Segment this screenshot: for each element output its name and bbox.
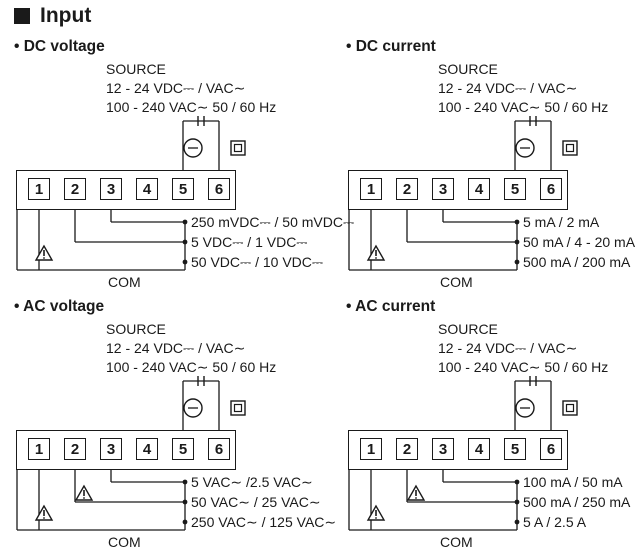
dc-current-terminal-5: 5 <box>504 178 526 200</box>
ac-current-range-1: 500 mA / 250 mA <box>523 494 631 510</box>
dc-voltage-warning-icon-dot <box>43 257 45 259</box>
dc-current-com-label: COM <box>440 274 473 290</box>
dc-voltage-source-title: SOURCE <box>106 61 166 77</box>
page-title: Input <box>40 4 92 27</box>
dc-voltage-source-line2: 100 - 240 VAC∼ 50 / 60 Hz <box>106 99 277 115</box>
ac-voltage-junction-2 <box>182 519 188 525</box>
dc-voltage-terminal-4: 4 <box>136 178 158 200</box>
dc-current-range-0: 5 mA / 2 mA <box>523 214 600 230</box>
ac-current-terminal-6: 6 <box>540 438 562 460</box>
ac-voltage-junction-0 <box>182 479 188 485</box>
dc-current-warning-icon-dot <box>375 257 377 259</box>
dc-voltage-com-label: COM <box>108 274 141 290</box>
ac-current-range-0: 100 mA / 50 mA <box>523 474 623 490</box>
dc-current-source-line2: 100 - 240 VAC∼ 50 / 60 Hz <box>438 99 609 115</box>
ac-current-source-line2: 100 - 240 VAC∼ 50 / 60 Hz <box>438 359 609 375</box>
ac-voltage-terminal-6: 6 <box>208 438 230 460</box>
ac-voltage-terminal-5: 5 <box>172 438 194 460</box>
ac-voltage-terminal-2: 2 <box>64 438 86 460</box>
ac-current-source-line1: 12 - 24 VDC⎓ / VAC∼ <box>438 340 578 356</box>
ac-voltage-source-line1: 12 - 24 VDC⎓ / VAC∼ <box>106 340 246 356</box>
ac-current-warning-icon-2-dot <box>415 497 417 499</box>
ac-voltage-title: • AC voltage <box>14 298 105 315</box>
dc-current-range-2: 500 mA / 200 mA <box>523 254 631 270</box>
ac-current-junction-2 <box>514 519 520 525</box>
dc-voltage-junction-0 <box>182 219 188 225</box>
ac-voltage-terminal-4: 4 <box>136 438 158 460</box>
dc-voltage-terminal-3: 3 <box>100 178 122 200</box>
ac-voltage-terminal-block <box>16 430 236 470</box>
ac-current-junction-1 <box>514 499 520 505</box>
dc-current-terminal-1: 1 <box>360 178 382 200</box>
ac-current-terminal-1: 1 <box>360 438 382 460</box>
dc-voltage-terminal-block <box>16 170 236 210</box>
ac-current-range-2: 5 A / 2.5 A <box>523 514 587 530</box>
ac-voltage-junction-1 <box>182 499 188 505</box>
dc-voltage-range-2: 50 VDC⎓ / 10 VDC⎓ <box>191 254 324 270</box>
dc-voltage-title: • DC voltage <box>14 38 105 55</box>
ac-current-terminal-block <box>348 430 568 470</box>
ac-voltage-warning-icon-dot <box>43 517 45 519</box>
ac-current-terminal-5: 5 <box>504 438 526 460</box>
ac-voltage-range-1: 50 VAC∼ / 25 VAC∼ <box>191 494 321 510</box>
ac-voltage-range-0: 5 VAC∼ /2.5 VAC∼ <box>191 474 313 490</box>
ac-voltage-insulation-icon-inner <box>233 403 243 413</box>
dc-current-junction-2 <box>514 259 520 265</box>
dc-current-terminal-4: 4 <box>468 178 490 200</box>
dc-current-title: • DC current <box>346 38 436 55</box>
dc-voltage-insulation-icon-inner <box>233 143 243 153</box>
ac-current-terminal-3: 3 <box>432 438 454 460</box>
ac-current-title: • AC current <box>346 298 436 315</box>
ac-current-insulation-icon-inner <box>565 403 575 413</box>
dc-current-insulation-icon-inner <box>565 143 575 153</box>
dc-voltage-junction-2 <box>182 259 188 265</box>
ac-voltage-warning-icon-2-dot <box>83 497 85 499</box>
ac-current-source-title: SOURCE <box>438 321 498 337</box>
dc-current-source-line1: 12 - 24 VDC⎓ / VAC∼ <box>438 80 578 96</box>
dc-voltage-junction-1 <box>182 239 188 245</box>
dc-current-terminal-2: 2 <box>396 178 418 200</box>
dc-current-terminal-block <box>348 170 568 210</box>
dc-current-terminal-3: 3 <box>432 178 454 200</box>
dc-voltage-range-1: 5 VDC⎓ / 1 VDC⎓ <box>191 234 308 250</box>
ac-voltage-terminal-1: 1 <box>28 438 50 460</box>
dc-voltage-source-line1: 12 - 24 VDC⎓ / VAC∼ <box>106 80 246 96</box>
ac-voltage-terminal-3: 3 <box>100 438 122 460</box>
dc-voltage-terminal-6: 6 <box>208 178 230 200</box>
page-heading: Input <box>14 2 91 30</box>
dc-voltage-range-0: 250 mVDC⎓ / 50 mVDC⎓ <box>191 214 355 230</box>
ac-voltage-source-line2: 100 - 240 VAC∼ 50 / 60 Hz <box>106 359 277 375</box>
ac-current-warning-icon-dot <box>375 517 377 519</box>
dc-current-terminal-6: 6 <box>540 178 562 200</box>
dc-voltage-terminal-5: 5 <box>172 178 194 200</box>
dc-current-source-title: SOURCE <box>438 61 498 77</box>
dc-current-range-1: 50 mA / 4 - 20 mA <box>523 234 636 250</box>
ac-current-com-label: COM <box>440 534 473 550</box>
dc-voltage-terminal-2: 2 <box>64 178 86 200</box>
ac-voltage-com-label: COM <box>108 534 141 550</box>
dc-current-junction-0 <box>514 219 520 225</box>
dc-voltage-terminal-1: 1 <box>28 178 50 200</box>
ac-voltage-range-2: 250 VAC∼ / 125 VAC∼ <box>191 514 337 530</box>
dc-current-junction-1 <box>514 239 520 245</box>
ac-current-terminal-2: 2 <box>396 438 418 460</box>
ac-current-junction-0 <box>514 479 520 485</box>
ac-voltage-source-title: SOURCE <box>106 321 166 337</box>
ac-current-terminal-4: 4 <box>468 438 490 460</box>
heading-square-icon <box>14 8 30 24</box>
